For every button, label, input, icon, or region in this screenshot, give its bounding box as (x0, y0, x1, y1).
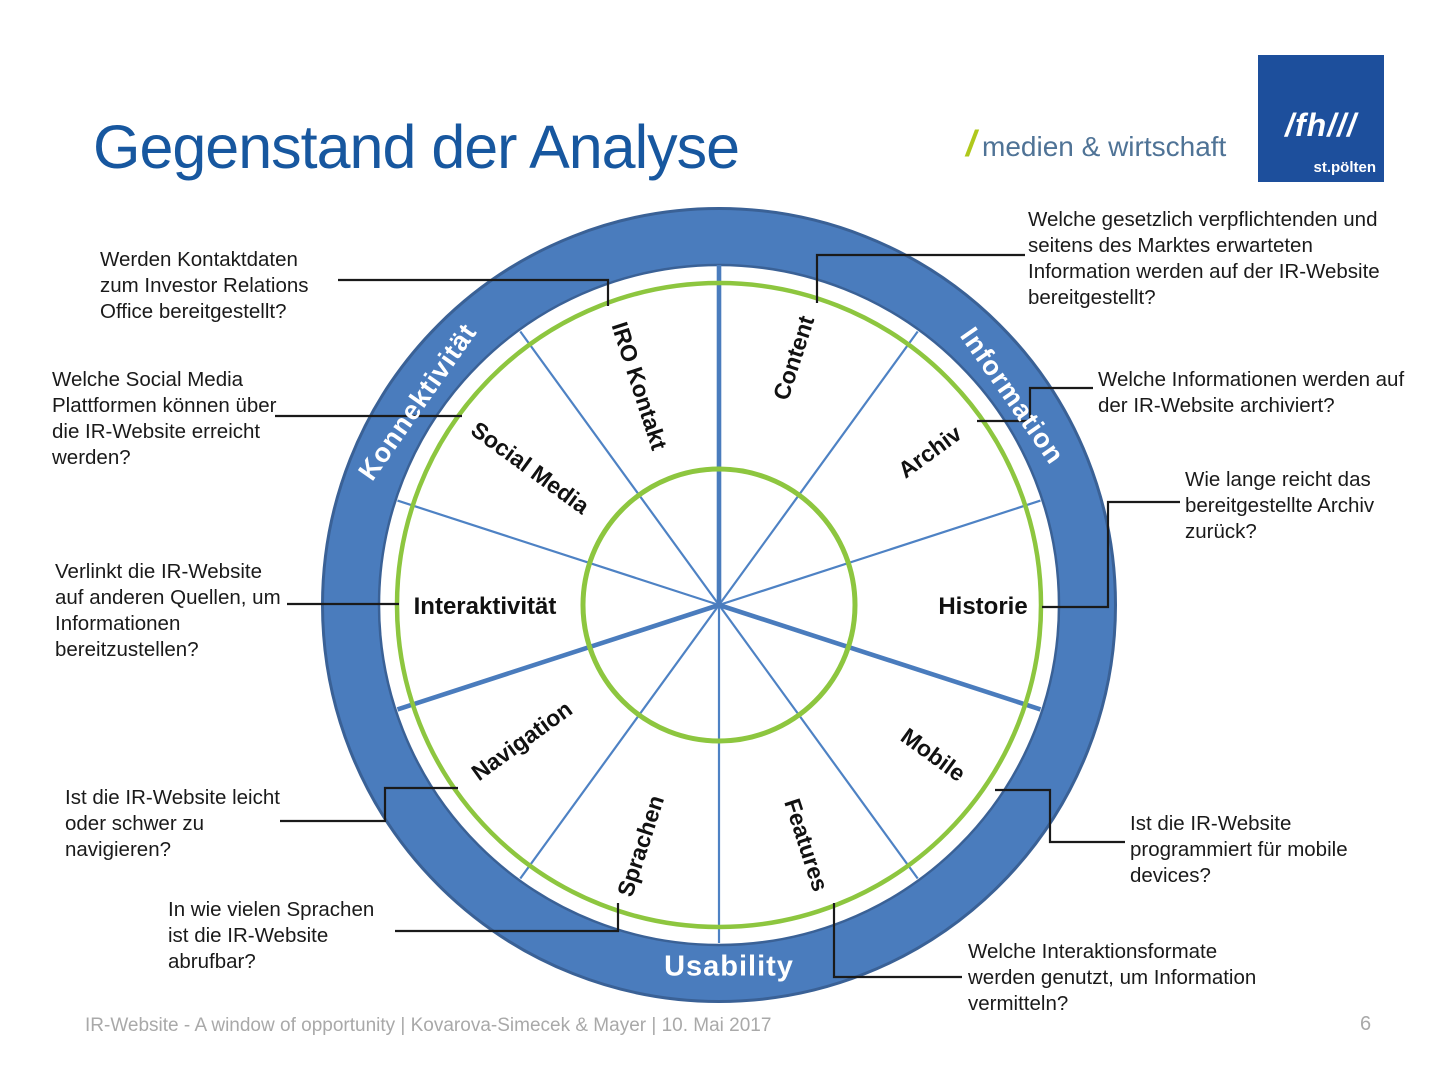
annotation-connectors (275, 253, 1180, 979)
hub-green-circle (580, 466, 858, 744)
spoke (718, 330, 919, 606)
spoke (397, 499, 720, 607)
annotation-content: Welche gesetzlich verpflichtenden und se… (1028, 208, 1380, 309)
annotation-sprachen: In wie vielen Sprachen ist die IR-Websit… (168, 898, 375, 973)
brand-slash-icon: / (966, 123, 977, 164)
segment-label-historie: Historie (938, 593, 1028, 620)
connector-features (832, 903, 962, 979)
annotation-historie: Wie lange reicht das bereitgestellte Arc… (1185, 468, 1375, 543)
fh-stpoelten-logo: /fh/// st.pölten (1258, 55, 1384, 182)
brand-logo: / medien & wirtschaft (966, 126, 1226, 164)
connector-iro-kontakt (338, 278, 610, 306)
spoke (718, 499, 1041, 607)
page-title: Gegenstand der Analyse (93, 113, 740, 181)
spoke (718, 604, 919, 880)
spoke (519, 330, 720, 606)
brand-text: medien & wirtschaft (982, 131, 1227, 162)
connector-sprachen (395, 903, 620, 933)
fh-logo-city: st.pölten (1313, 159, 1377, 176)
connector-navigation (280, 786, 458, 823)
segment-label-interaktivitaet: Interaktivität (413, 593, 557, 620)
connector-archiv (977, 386, 1093, 423)
footer-text: IR-Website - A window of opportunity | K… (85, 1015, 772, 1036)
annotation-mobile: Ist die IR-Website programmiert für mobi… (1130, 812, 1348, 887)
connector-mobile (995, 788, 1125, 844)
annotation-navigation: Ist die IR-Website leicht oder schwer zu… (65, 786, 280, 861)
annotation-iro-kontakt: Werden Kontaktdaten zum Investor Relatio… (100, 248, 309, 323)
annotation-social-media: Welche Social Media Plattformen können ü… (52, 368, 277, 469)
section-divider (396, 602, 720, 712)
section-divider (718, 602, 1042, 712)
fh-logo-text: /fh/// (1285, 107, 1357, 143)
section-label-usability: Usability (664, 950, 794, 983)
annotation-archiv: Welche Informationen werden auf der IR-W… (1098, 368, 1405, 417)
connector-content (815, 253, 1025, 303)
annotation-features: Welche Interaktionsformate werden genutz… (968, 940, 1257, 1015)
spoke (519, 604, 720, 880)
segment-spokes (397, 330, 1041, 943)
annotation-interaktivitaet: Verlinkt die IR-Website auf anderen Quel… (55, 560, 281, 661)
section-divider-spokes (396, 265, 1042, 712)
connector-historie (1042, 500, 1180, 609)
page-number: 6 (1360, 1013, 1372, 1035)
